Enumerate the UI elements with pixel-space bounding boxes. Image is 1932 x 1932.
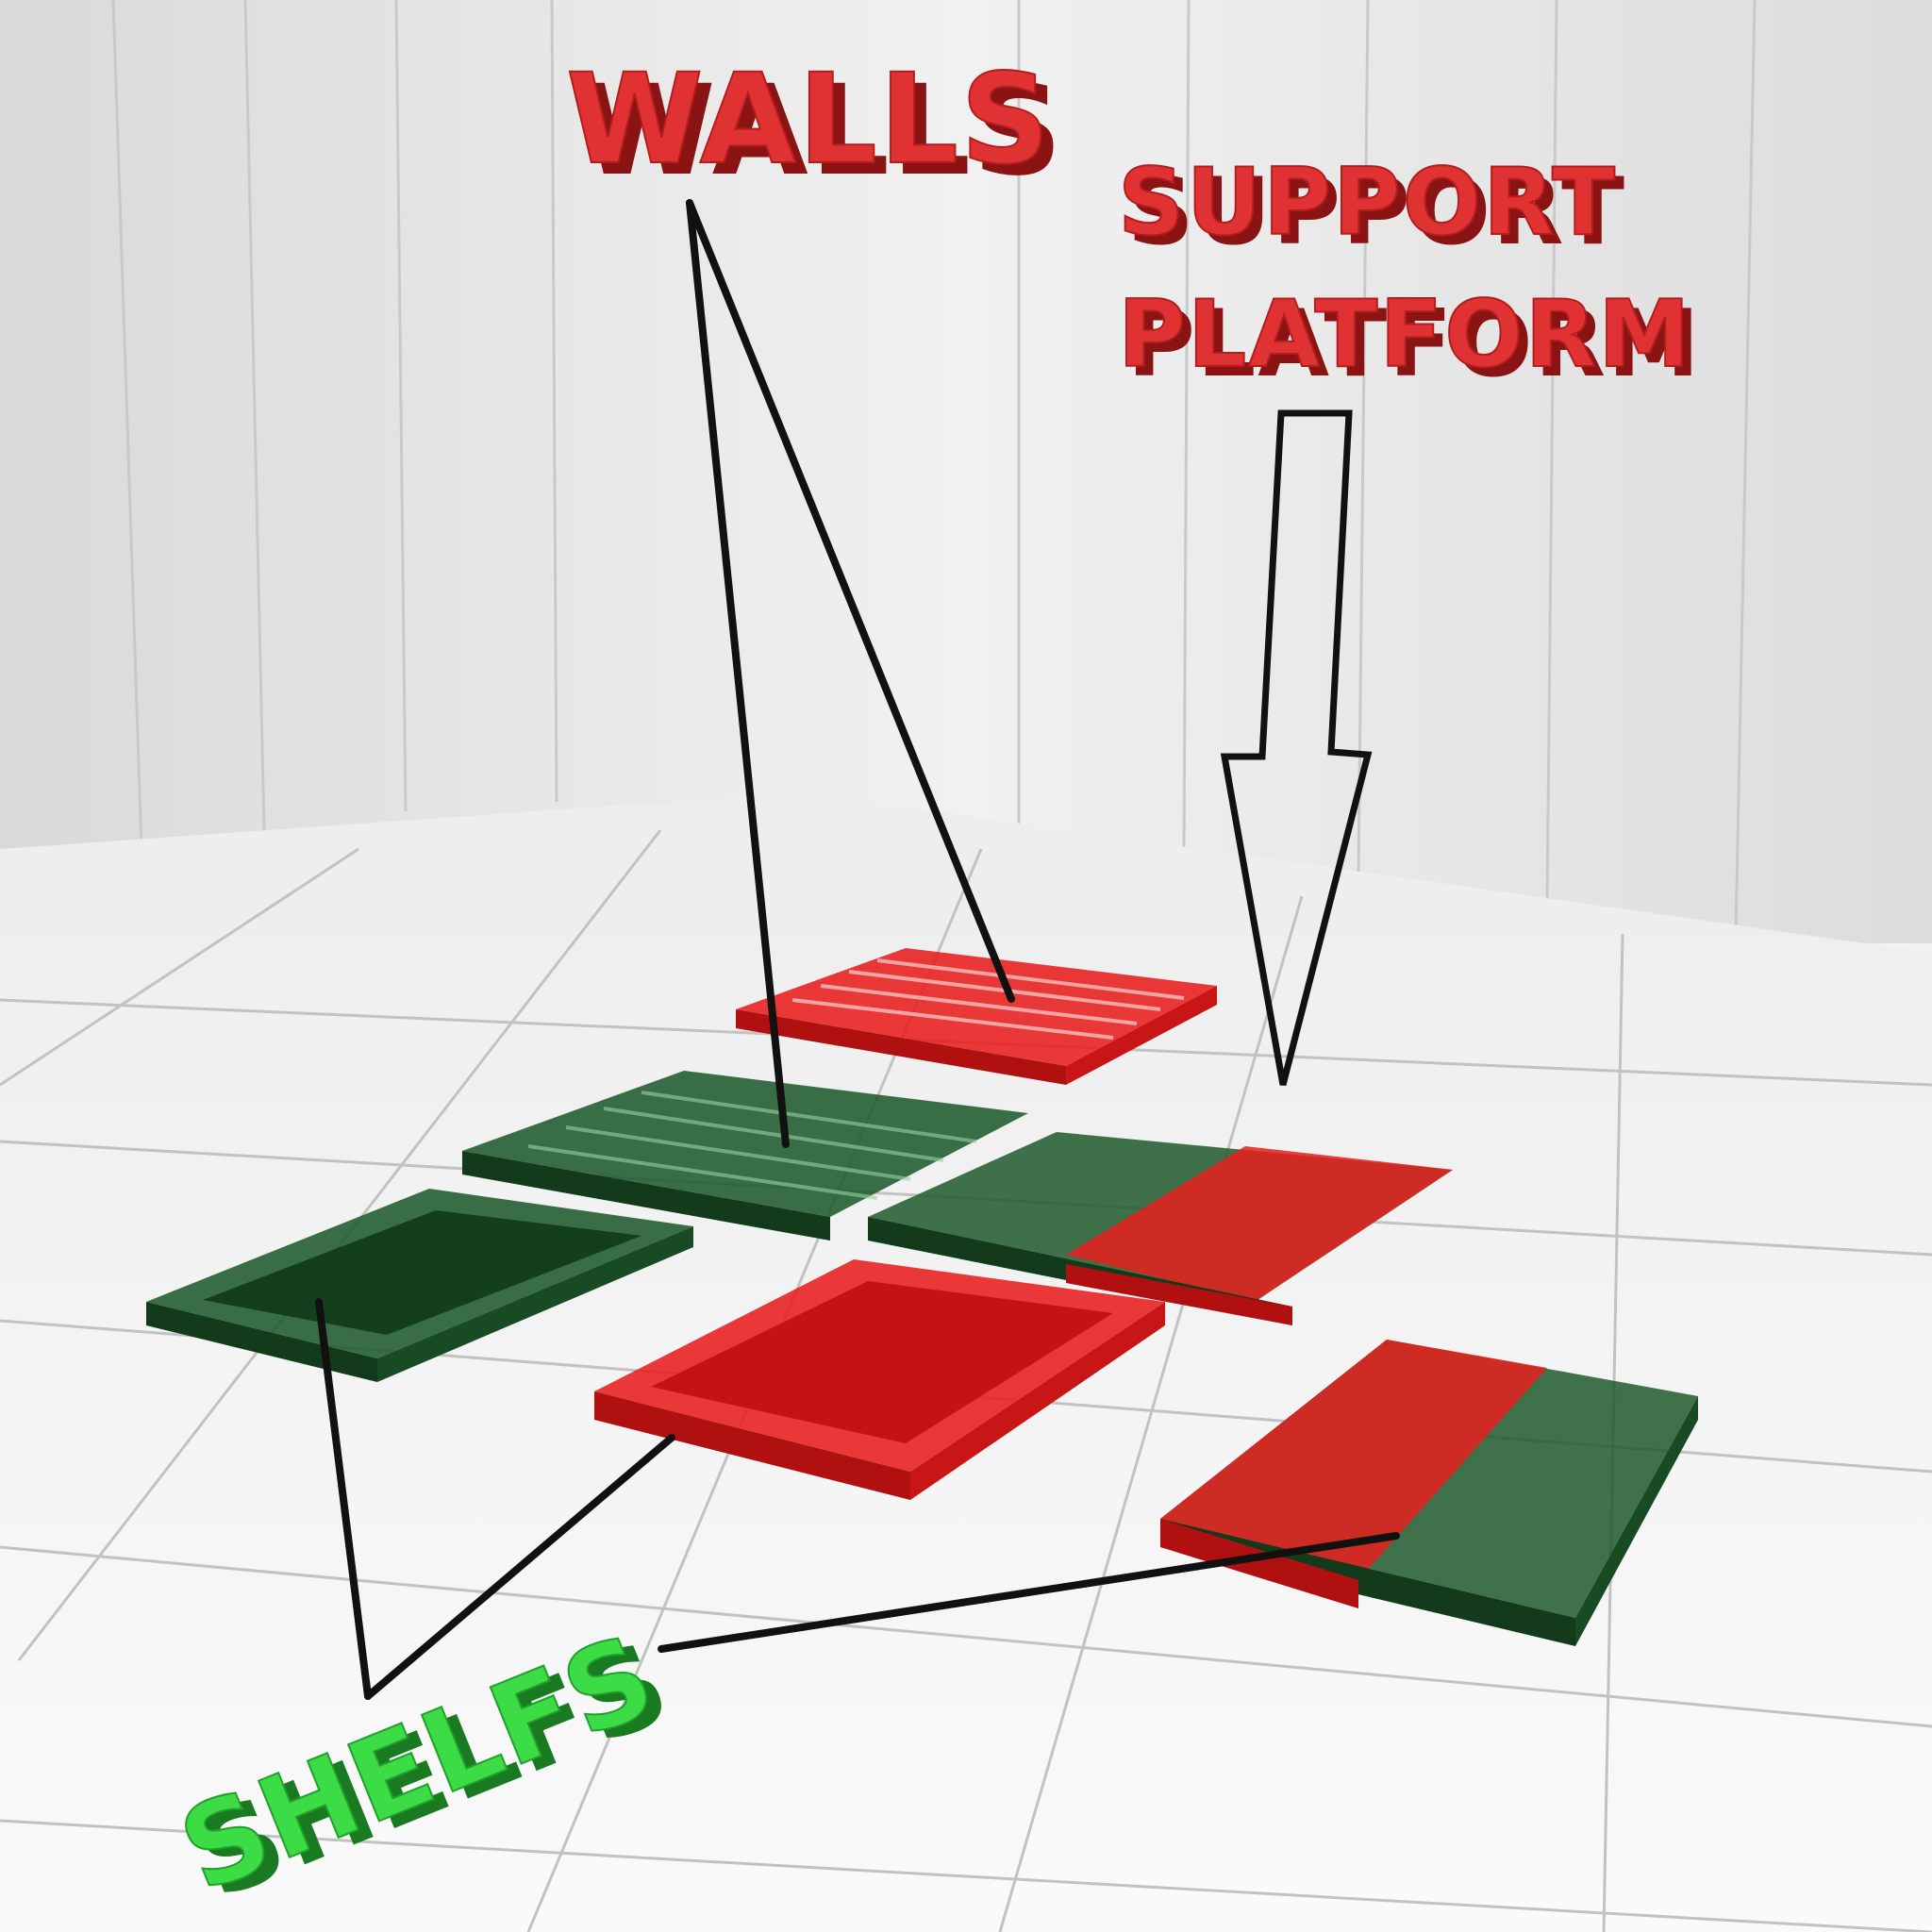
walls-leader-to-green bbox=[686, 199, 790, 1148]
svg-text:WALLS: WALLS bbox=[578, 58, 1064, 204]
support-platform-label: SUPPORT SUPPORT PLATFORM PLATFORM bbox=[1117, 148, 1702, 398]
walls-leader-lines bbox=[686, 199, 1015, 1148]
svg-text:PLATFORM: PLATFORM bbox=[1127, 291, 1702, 398]
shelfs-leader-to-middle bbox=[364, 1434, 675, 1700]
walls-part-red bbox=[736, 948, 1217, 1085]
walls-part-green bbox=[462, 1071, 1028, 1241]
shelfs-leader-to-left bbox=[315, 1298, 372, 1700]
shelfs-leader-to-right bbox=[658, 1532, 1400, 1653]
shelf-left-part bbox=[146, 1189, 693, 1382]
support-platform-part bbox=[868, 1132, 1453, 1325]
walls-label: WALLS WALLS bbox=[565, 46, 1064, 204]
svg-text:SUPPORT: SUPPORT bbox=[1118, 149, 1617, 257]
svg-text:WALLS: WALLS bbox=[566, 47, 1052, 192]
shelfs-leader-lines bbox=[315, 1298, 1400, 1700]
back-wall bbox=[0, 0, 1932, 943]
walls-leader-to-red bbox=[686, 199, 1015, 1003]
svg-text:SUPPORT: SUPPORT bbox=[1127, 158, 1626, 266]
svg-text:PLATFORM: PLATFORM bbox=[1118, 281, 1692, 389]
wall-panel-seams bbox=[111, 0, 1757, 935]
shelf-middle-part bbox=[594, 1259, 1165, 1500]
down-arrow-outline-icon bbox=[1220, 409, 1373, 1086]
